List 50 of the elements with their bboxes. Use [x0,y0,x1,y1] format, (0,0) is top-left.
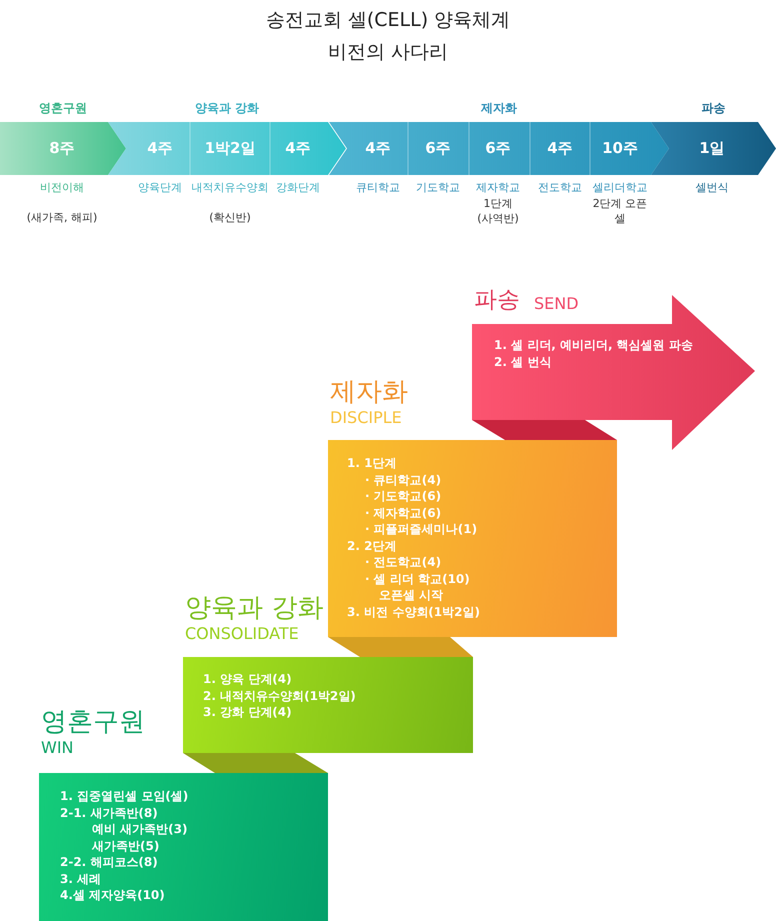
list-item: 2-2. 해피코스(8) [60,854,158,870]
step-title: 파송 [474,286,520,315]
duration-label: 4주 [128,138,192,158]
list-item: 2-1. 새가족반(8) [60,804,158,820]
list-item: 2. 셀 번식 [494,354,552,370]
step-title: 제자화 [330,376,408,408]
list-item: · 셀 리더 학교(10) [365,570,470,586]
course-label: 비전이해 [39,180,85,195]
diagram-title: 송전교회 셀(CELL) 양육체계 비전의 사다리 [264,8,512,65]
list-item: 예비 새가족반(3) [92,821,188,837]
note-label: (새가족, 해피) [26,210,98,225]
list-item: 4.셀 제자양육(10) [60,887,165,903]
list-item: 새가족반(5) [92,838,160,854]
course-label: 내적치유수양회 [190,180,270,195]
list-item: 1. 1단계 [347,455,396,471]
step-subtitle: WIN [41,738,74,758]
duration-label: 4주 [268,138,328,158]
step-subtitle: CONSOLIDATE [185,624,299,644]
phase-heading: 영혼구원 [38,100,88,117]
list-item: 3. 강화 단계(4) [203,704,292,720]
duration-label: 1박2일 [191,138,269,158]
note-label: (확신반) [208,210,252,225]
duration-label: 6주 [409,138,467,158]
list-item: · 기도학교(6) [365,488,442,504]
list-item: 1. 집중열린셀 모임(셀) [60,788,188,804]
course-label: 2단계 오픈 셀 [592,196,648,226]
list-item: · 제자학교(6) [365,504,442,520]
list-item: 2. 내적치유수양회(1박2일) [203,688,356,704]
duration-label: 4주 [349,138,407,158]
duration-label: 6주 [469,138,527,158]
duration-label: 4주 [531,138,589,158]
phase-heading: 양육과 강화 [194,100,260,117]
phase-heading: 파송 [700,100,726,117]
step-title: 영혼구원 [41,706,145,738]
course-label: 1단계 (사역반) [476,196,520,226]
phase-heading: 제자화 [480,100,518,117]
step-title: 양육과 강화 [185,592,324,624]
list-item: · 피플퍼즐세미나(1) [365,521,478,537]
list-item: 2. 2단계 [347,538,396,554]
step-subtitle: DISCIPLE [330,408,402,428]
list-item: 오픈셀 시작 [379,587,444,603]
duration-label: 10주 [591,138,649,158]
course-label: 셀번식 [694,180,730,195]
list-item: 1. 양육 단계(4) [203,671,292,687]
list-item: 1. 셀 리더, 예비리더, 핵심셀원 파송 [494,337,693,353]
list-item: · 전도학교(4) [365,554,442,570]
list-item: · 큐티학교(4) [365,472,442,488]
step-subtitle: SEND [534,294,579,314]
list-item: 3. 비전 수양회(1박2일) [347,604,480,620]
list-item: 3. 세례 [60,870,102,886]
